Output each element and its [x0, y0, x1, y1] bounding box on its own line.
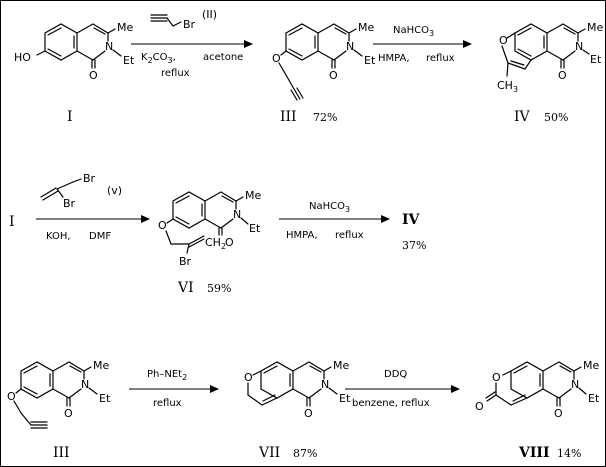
arrow-6-reagent: DDQ	[384, 369, 407, 380]
arrow-4-mode: reflux	[335, 230, 364, 241]
compound-III-et: Et	[364, 54, 376, 67]
compound-VII-yield: 87%	[293, 447, 317, 460]
compound-I-label: I	[67, 109, 73, 125]
compound-VII: O Me N Et O VII 87%	[244, 359, 351, 461]
compound-VII-et: Et	[339, 392, 351, 405]
compound-III: O Me N Et O III 72%	[272, 21, 376, 125]
arrow-4-reagent: NaHCO3	[309, 201, 350, 214]
compound-III-row3-me: Me	[93, 359, 109, 372]
arrow-6: DDQ benzene, reflux	[345, 369, 460, 409]
arrow-6-solvent: benzene, reflux	[352, 398, 430, 409]
compound-VII-me: Me	[333, 359, 349, 372]
compound-IV-o: O	[499, 34, 508, 47]
compound-I-o: O	[89, 69, 98, 82]
compound-IV-o2: O	[558, 69, 567, 82]
arrow-1-base: K2CO3,	[141, 52, 176, 65]
reagent-II: Br (II)	[150, 8, 217, 31]
reagent-V-label: (v)	[107, 184, 122, 197]
compound-VI-o: O	[158, 219, 167, 232]
arrow-3: KOH, DMF	[36, 215, 150, 242]
arrow-2-mode: reflux	[426, 53, 455, 64]
compound-VII-n: N	[321, 378, 329, 391]
compound-I: HO Me N Et O I	[14, 21, 135, 125]
compound-I-me: Me	[117, 21, 133, 34]
compound-VII-label: VII	[258, 445, 280, 461]
compound-III-row3-label: III	[53, 445, 70, 461]
compound-VI-ch2: CH2	[205, 236, 226, 251]
compound-III-row3-et: Et	[99, 392, 111, 405]
arrow-3-solvent: DMF	[89, 231, 111, 242]
compound-III-n: N	[346, 40, 354, 53]
compound-III-o2: O	[329, 69, 338, 82]
arrow-4: NaHCO3 HMPA, reflux	[279, 201, 390, 241]
reagent-II-label: (II)	[202, 8, 217, 21]
compound-IV-n: N	[575, 40, 583, 53]
compound-VIII-o: O	[492, 371, 501, 384]
compound-VI-et: Et	[249, 222, 261, 235]
compound-III-me: Me	[358, 21, 374, 34]
arrow-5-mode: reflux	[153, 398, 182, 409]
compound-VI-yield: 59%	[207, 282, 231, 295]
compound-VI-n: N	[233, 208, 241, 221]
row2-start-label: I	[9, 214, 15, 230]
compound-VIII-n: N	[571, 378, 579, 391]
reagent-II-br: Br	[183, 18, 196, 31]
compound-VIII-o3: O	[475, 400, 484, 413]
compound-VI: O Me N Et O CH2 Br VI 59%	[158, 189, 261, 296]
reagent-V-br-top: Br	[83, 172, 96, 185]
compound-III-yield: 72%	[313, 111, 337, 124]
arrow-5-reagent: Ph–NEt2	[147, 369, 187, 382]
compound-IV: O Me N Et O CH3 IV 50%	[497, 21, 603, 125]
compound-III-row3-o2: O	[64, 407, 73, 420]
arrow-2-solvent: HMPA,	[378, 53, 410, 64]
compound-VIII-o2: O	[554, 407, 563, 420]
reagent-V-br-bottom: Br	[63, 197, 76, 210]
arrow-1-mode: reflux	[161, 68, 190, 79]
row2-product-yield: 37%	[402, 239, 426, 252]
compound-I-et: Et	[123, 54, 135, 67]
compound-VII-o: O	[244, 371, 253, 384]
arrow-3-base: KOH,	[46, 231, 71, 242]
arrow-1-solvent: acetone	[203, 52, 243, 63]
reagent-V: Br Br (v)	[40, 172, 122, 210]
compound-III-row3-o: O	[7, 390, 16, 403]
compound-VIII-et: Et	[588, 392, 600, 405]
compound-III-label: III	[280, 109, 297, 125]
compound-IV-yield: 50%	[544, 111, 568, 124]
compound-IV-label: IV	[514, 109, 531, 125]
compound-VI-o2: O	[225, 236, 234, 249]
arrow-2-reagent: NaHCO3	[393, 25, 434, 38]
compound-VIII-yield: 14%	[557, 447, 581, 460]
compound-III-row3-n: N	[81, 378, 89, 391]
compound-VII-o2: O	[304, 407, 313, 420]
compound-I-ho: HO	[14, 51, 31, 64]
row2-product-label: IV	[402, 212, 421, 228]
compound-III-o: O	[272, 52, 281, 65]
compound-VIII-me: Me	[583, 359, 599, 372]
compound-VI-br: Br	[179, 255, 192, 268]
compound-I-n: N	[105, 40, 113, 53]
compound-VI-me: Me	[245, 189, 261, 202]
compound-IV-me: Me	[587, 21, 603, 34]
compound-VIII-label: VIII	[518, 445, 550, 461]
arrow-1: K2CO3, acetone reflux	[131, 40, 253, 79]
arrow-5: Ph–NEt2 reflux	[129, 369, 219, 409]
arrow-2: NaHCO3 HMPA, reflux	[373, 25, 472, 64]
arrow-4-solvent: HMPA,	[286, 230, 318, 241]
compound-VIII: O O Me N Et O VIII 14%	[475, 359, 600, 461]
compound-VI-label: VI	[177, 280, 194, 296]
compound-IV-methyl: CH3	[497, 79, 518, 94]
compound-IV-et: Et	[590, 53, 602, 66]
compound-III-row3: O Me N Et O III	[7, 359, 111, 461]
